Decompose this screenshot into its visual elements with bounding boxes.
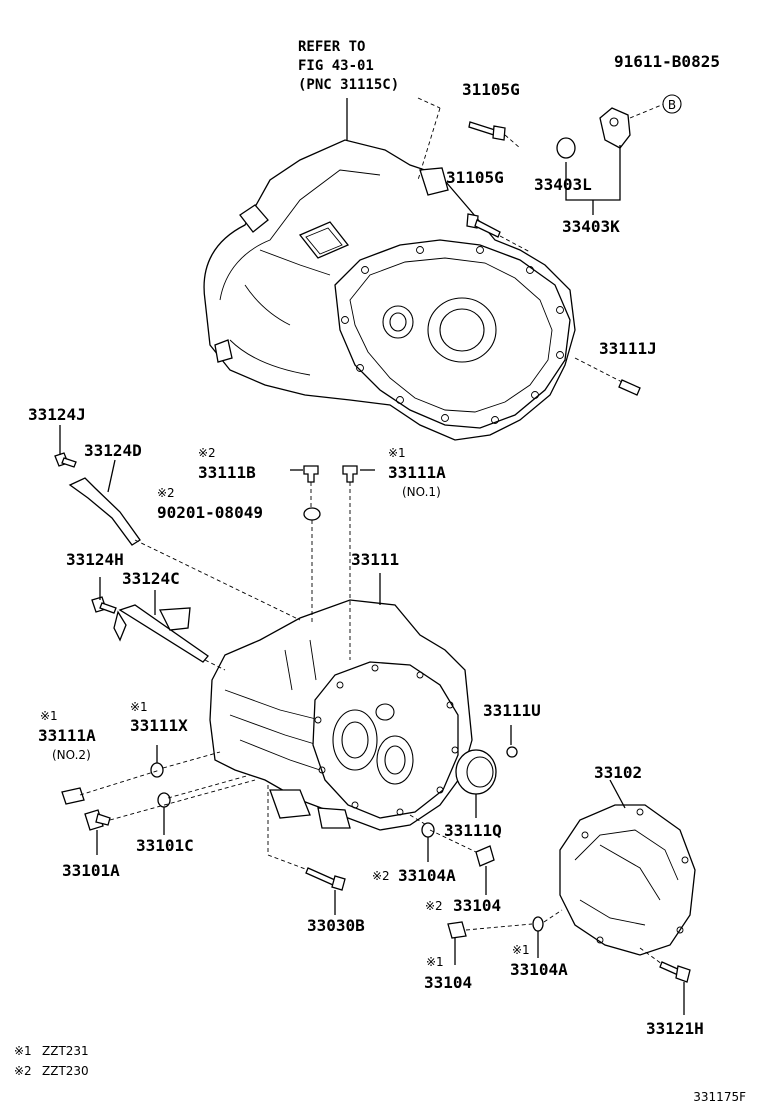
- label-31105g-upper: 31105G: [462, 80, 520, 99]
- label-31105g-lower: 31105G: [446, 168, 504, 187]
- fork-33124d-icon: [68, 477, 141, 546]
- label-33111a-left: 33111A: [38, 726, 96, 745]
- label-33111a-top: 33111A: [388, 463, 446, 482]
- mark-33104a-low: ※1: [512, 943, 530, 957]
- label-33104a-low: 33104A: [510, 960, 568, 979]
- label-33403k: 33403K: [562, 217, 620, 236]
- plug-33104-mid-icon: [475, 845, 495, 867]
- mark-33104-low: ※1: [426, 955, 444, 969]
- legend: ※1 ZZT231 ※2 ZZT230: [14, 1044, 89, 1078]
- label-33124h: 33124H: [66, 550, 124, 569]
- label-33111: 33111: [351, 550, 399, 569]
- legend-text-2: ZZT230: [42, 1064, 89, 1078]
- label-33111b: 33111B: [198, 463, 256, 482]
- washer-33104a-mid-icon: [421, 822, 435, 838]
- bolt-33030b-icon: [305, 867, 346, 891]
- refer-line-1: REFER TO: [298, 39, 365, 55]
- mark-33111a-top: ※1: [388, 446, 406, 460]
- plug-33101a-icon: [84, 809, 111, 831]
- legend-mark-1: ※1: [14, 1044, 32, 1058]
- pin-33111j-icon: [618, 379, 641, 396]
- mark-33104-mid: ※2: [425, 899, 443, 913]
- refer-line-2: FIG 43-01: [298, 58, 374, 74]
- label-33403l: 33403L: [534, 175, 592, 194]
- mark-33111b: ※2: [198, 446, 216, 460]
- label-33104-low: 33104: [424, 973, 472, 992]
- transmission-case-drawing: [209, 599, 473, 831]
- bolt-33121h-icon: [659, 961, 691, 983]
- label-33101a: 33101A: [62, 861, 120, 880]
- sensor-bracket-33403k-icon: [599, 107, 631, 149]
- leader-lines: [59, 97, 685, 1015]
- bolt-31105g-upper-icon: [468, 121, 506, 141]
- plug-33111a-left-icon: [61, 787, 85, 805]
- label-33030b: 33030B: [307, 916, 365, 935]
- part-labels: REFER TO FIG 43-01 (PNC 31115C) 91611-B0…: [28, 39, 720, 1038]
- legend-mark-2: ※2: [14, 1064, 32, 1078]
- oil-seal-33111q-icon: [455, 749, 497, 795]
- reference-b-label: B: [668, 98, 676, 112]
- plug-33111a-top-icon: [342, 465, 358, 483]
- label-90201-08049: 90201-08049: [157, 503, 263, 522]
- label-33111j: 33111J: [599, 339, 657, 358]
- label-33121h: 33121H: [646, 1019, 704, 1038]
- mark-90201: ※2: [157, 486, 175, 500]
- plug-33104-low-icon: [447, 921, 467, 939]
- label-33124d: 33124D: [84, 441, 142, 460]
- washer-33104a-low-icon: [532, 916, 544, 932]
- o-ring-33403l-icon: [556, 137, 576, 159]
- mark-33111a-left: ※1: [40, 709, 58, 723]
- case-cover-drawing: [559, 804, 696, 956]
- note-33111a-top: (NO.1): [402, 485, 441, 499]
- small-parts: [54, 107, 691, 983]
- label-33104-mid: 33104: [453, 896, 501, 915]
- refer-line-3: (PNC 31115C): [298, 77, 399, 93]
- legend-text-1: ZZT231: [42, 1044, 89, 1058]
- plug-33111u-icon: [506, 746, 518, 758]
- bolt-33124h-icon: [91, 596, 117, 614]
- note-33111a-left: (NO.2): [52, 748, 91, 762]
- bolt-33124j-icon: [54, 452, 77, 468]
- plug-33111b-icon: [303, 465, 319, 483]
- bolt-31105g-lower-icon: [466, 213, 501, 238]
- label-33101c: 33101C: [136, 836, 194, 855]
- label-91611-b0825: 91611-B0825: [614, 52, 720, 71]
- figure-id: 331175F: [693, 1090, 746, 1104]
- mark-33104a-mid: ※2: [372, 869, 390, 883]
- mark-33111x: ※1: [130, 700, 148, 714]
- label-33111u: 33111U: [483, 701, 541, 720]
- shaft-33124c-icon: [113, 604, 209, 663]
- label-33111q: 33111Q: [444, 821, 502, 840]
- label-33104a-mid: 33104A: [398, 866, 456, 885]
- washer-33111x-icon: [150, 762, 164, 778]
- reference-b-circle-icon: [662, 94, 682, 114]
- washer-90201-icon: [303, 507, 321, 521]
- label-33102: 33102: [594, 763, 642, 782]
- label-33124j: 33124J: [28, 405, 86, 424]
- transaxle-case-drawing: [203, 139, 576, 441]
- label-33111x: 33111X: [130, 716, 188, 735]
- label-33124c: 33124C: [122, 569, 180, 588]
